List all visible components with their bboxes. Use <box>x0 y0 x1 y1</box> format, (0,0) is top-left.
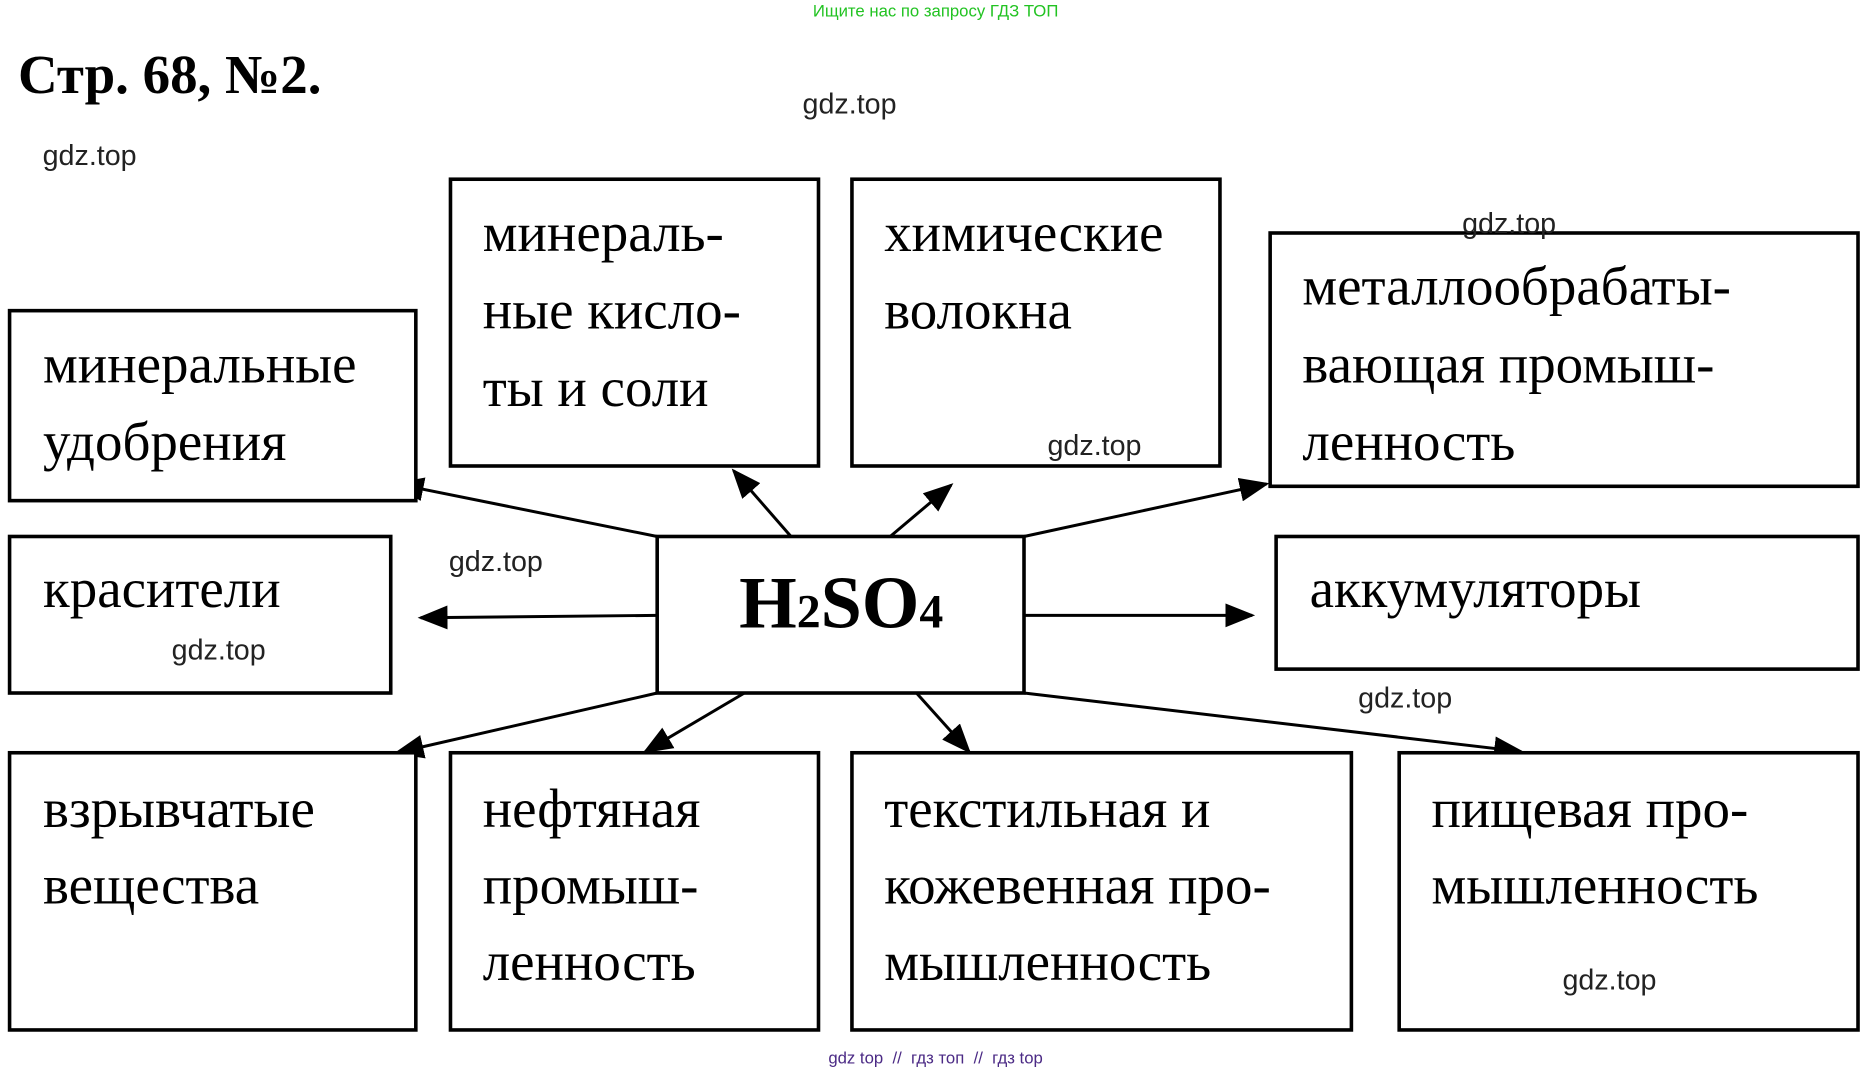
svg-text:пищевая про-: пищевая про- <box>1431 778 1748 839</box>
svg-text:ленность: ленность <box>1302 411 1515 472</box>
svg-text:минераль-: минераль- <box>483 202 724 263</box>
watermark: gdz.top <box>43 140 137 172</box>
arrow-fertilizers <box>393 477 658 538</box>
svg-text:промыш-: промыш- <box>483 854 699 915</box>
svg-text:кожевенная про-: кожевенная про- <box>884 854 1271 915</box>
svg-text:взрывчатые: взрывчатые <box>43 778 315 839</box>
arrow-oil <box>642 691 746 754</box>
svg-text:текстильная и: текстильная и <box>884 778 1210 839</box>
arrow-metalworking <box>1023 477 1270 538</box>
arrow-dyes <box>417 605 658 630</box>
arrow-food <box>1023 691 1525 761</box>
box-fertilizers: минеральные удобрения <box>7 308 418 503</box>
svg-text:нефтяная: нефтяная <box>483 778 701 839</box>
svg-text:красители: красители <box>43 558 281 619</box>
header-banner[interactable]: Ищите нас по запросу ГДЗ ТОП <box>813 2 1059 21</box>
svg-text:ты и соли: ты и соли <box>483 357 709 418</box>
box-h2so4: H2SO4 <box>655 534 1026 695</box>
footer-links[interactable]: gdz top // гдз топ // гдз top <box>828 1048 1042 1067</box>
arrow-acids <box>731 468 793 538</box>
svg-text:мышленность: мышленность <box>1431 854 1758 915</box>
svg-text:H2SO4: H2SO4 <box>739 562 943 644</box>
box-metalworking: металлообрабаты- вающая промыш- ленность <box>1268 231 1860 489</box>
svg-text:химические: химические <box>884 202 1163 263</box>
svg-text:минеральные: минеральные <box>43 333 357 394</box>
box-food: пищевая про- мышленность <box>1397 750 1860 1032</box>
arrow-textile <box>915 692 972 754</box>
svg-text:ленность: ленность <box>483 931 696 992</box>
svg-text:удобрения: удобрения <box>43 411 286 472</box>
svg-text:мышленность: мышленность <box>884 931 1211 992</box>
watermark: gdz.top <box>1462 208 1556 240</box>
svg-text:вающая промыш-: вающая промыш- <box>1302 333 1714 394</box>
watermark: gdz.top <box>1562 964 1656 996</box>
page-title: Стр. 68, №2. <box>18 44 322 105</box>
box-dyes: красители <box>7 534 393 695</box>
svg-text:металлообрабаты-: металлообрабаты- <box>1302 256 1731 317</box>
watermark: gdz.top <box>172 635 266 667</box>
svg-text:волокна: волокна <box>884 280 1072 341</box>
box-acids: минераль- ные кисло- ты и соли <box>448 177 821 468</box>
watermark: gdz.top <box>803 89 897 121</box>
box-fibers: химические волокна <box>850 177 1222 468</box>
watermark: gdz.top <box>1047 430 1141 462</box>
watermark: gdz.top <box>1358 682 1452 714</box>
box-explosives: взрывчатые вещества <box>7 750 418 1032</box>
arrows <box>393 468 1525 761</box>
box-batteries: аккумуляторы <box>1274 534 1860 671</box>
watermarks: gdz.top gdz.top gdz.top gdz.top gdz.top … <box>43 89 1657 997</box>
box-oil: нефтяная промыш- ленность <box>448 750 821 1032</box>
box-textile: текстильная и кожевенная про- мышленност… <box>850 750 1354 1032</box>
svg-text:ные кисло-: ные кисло- <box>483 280 741 341</box>
arrow-explosives <box>393 691 658 759</box>
svg-text:вещества: вещества <box>43 854 259 915</box>
arrow-fibers <box>889 483 954 538</box>
watermark: gdz.top <box>449 546 543 578</box>
svg-text:аккумуляторы: аккумуляторы <box>1310 558 1641 619</box>
